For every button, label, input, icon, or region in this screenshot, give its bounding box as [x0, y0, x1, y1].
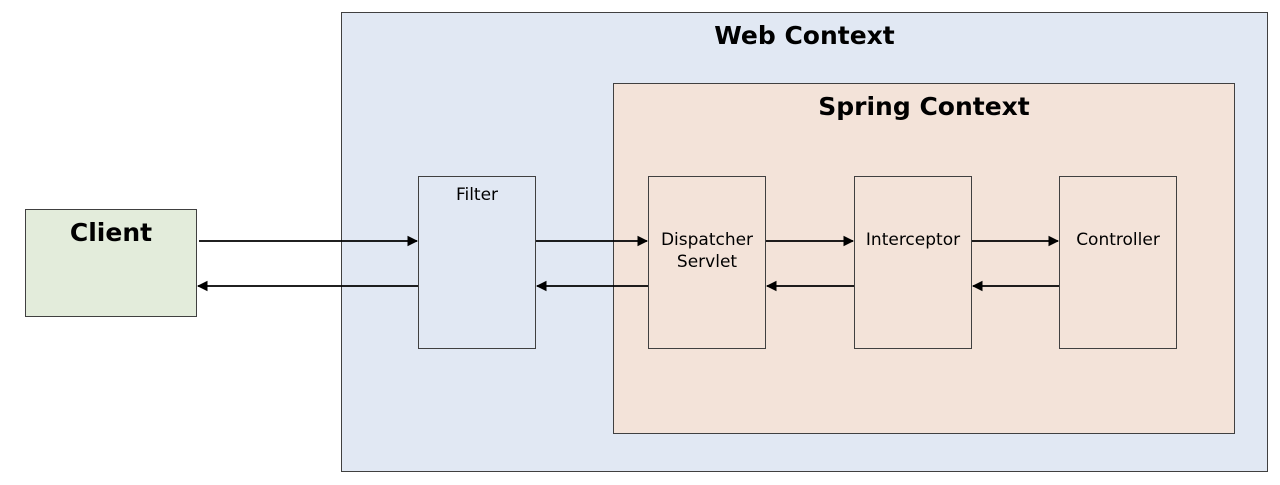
- dispatcher-servlet-label: Dispatcher Servlet: [660, 230, 754, 272]
- client-label: Client: [69, 218, 153, 247]
- interceptor-node: Interceptor: [854, 176, 972, 349]
- interceptor-label: Interceptor: [865, 230, 961, 250]
- controller-label: Controller: [1076, 230, 1160, 250]
- spring-context-title: Spring Context: [818, 92, 1030, 121]
- filter-node: Filter: [418, 176, 536, 349]
- client-node: Client: [25, 209, 197, 317]
- web-context-title: Web Context: [714, 21, 895, 50]
- controller-node: Controller: [1059, 176, 1177, 349]
- filter-label: Filter: [455, 185, 499, 205]
- dispatcher-servlet-node: Dispatcher Servlet: [648, 176, 766, 349]
